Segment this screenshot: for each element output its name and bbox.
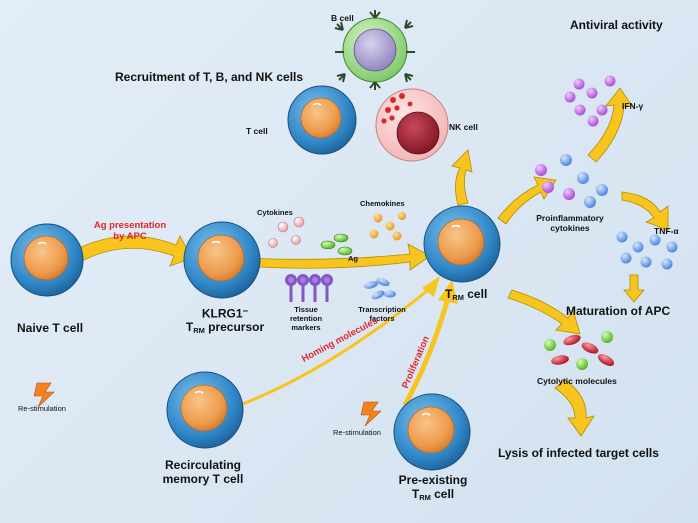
- recirculating-memory-t-cell: [166, 371, 244, 449]
- proinflammatory-label: Proinflammatory cytokines: [530, 213, 610, 233]
- b-cell-label: B cell: [331, 13, 354, 23]
- preexisting-sub: RM: [419, 492, 431, 502]
- nk-cell-label: NK cell: [449, 122, 478, 132]
- proinflammatory-line2: cytokines: [550, 223, 590, 233]
- preexisting-rest: cell: [430, 487, 455, 501]
- chemokine-molecules: [369, 212, 406, 241]
- transcription-line2: factors: [369, 314, 395, 323]
- antiviral-label: Antiviral activity: [570, 18, 663, 32]
- antibody-icons: [334, 10, 415, 90]
- cytolytic-molecules: [544, 331, 615, 370]
- precursor-label: KLRG1− TRM precursor: [180, 306, 270, 335]
- tissue-line3: markers: [291, 323, 321, 332]
- precursor-klrg1: KLRG1: [201, 306, 243, 321]
- maturation-label: Maturation of APC: [566, 304, 671, 318]
- tnf-alpha-label: TNF-α: [654, 226, 679, 236]
- trm-sub: RM: [452, 292, 464, 302]
- precursor-rest: precursor: [204, 320, 265, 335]
- recirculating-label: Recirculating memory T cell: [148, 458, 258, 486]
- tissue-line2: retention: [289, 314, 323, 323]
- recirculating-line2: memory T cell: [162, 472, 244, 486]
- precursor-sup: −: [242, 306, 249, 317]
- nk-cell: [375, 88, 449, 162]
- restimulation-label-1: Re-stimulation: [18, 404, 66, 413]
- naive-t-cell-label: Naive T cell: [17, 321, 84, 335]
- arrow-to-cytolytic: [507, 289, 581, 335]
- arrow-to-lysis: [554, 379, 595, 437]
- ifn-gamma-label: IFN-γ: [622, 101, 644, 111]
- ifn-gamma-molecules: [564, 75, 616, 127]
- tnf-alpha-molecules: [616, 231, 678, 270]
- cytokine-molecules: [268, 216, 305, 248]
- trm-rest: cell: [463, 287, 488, 301]
- precursor-sub: RM: [193, 326, 205, 336]
- nk-granules: [381, 93, 413, 124]
- restimulation-label-2: Re-stimulation: [333, 428, 381, 437]
- cytolytic-label: Cytolytic molecules: [537, 376, 617, 386]
- transcription-factors-label: Transcription factors: [352, 305, 412, 323]
- preexisting-line1: Pre-existing: [398, 473, 468, 487]
- cytokines-label: Cytokines: [257, 208, 293, 217]
- transcription-line1: Transcription: [358, 305, 406, 314]
- tissue-retention-marker-icons: [285, 274, 333, 302]
- lightning-icon-restim-2: [360, 401, 382, 427]
- arrow-to-maturation: [623, 274, 645, 303]
- preexisting-trm-cell: [393, 393, 471, 471]
- trm-cell: [423, 205, 501, 283]
- proinflammatory-cytokine-molecules: [535, 154, 608, 208]
- antigen-molecules: [320, 233, 353, 256]
- preexisting-t: T: [411, 487, 420, 501]
- ag-label: Ag: [348, 254, 358, 263]
- tissue-retention-label: Tissue retention markers: [281, 305, 331, 332]
- trm-t: T: [445, 287, 453, 301]
- ag-presentation-line1: Ag presentation: [93, 220, 167, 231]
- recruitment-label: Recruitment of T, B, and NK cells: [115, 70, 304, 84]
- lysis-label: Lysis of infected target cells: [498, 446, 659, 460]
- ag-presentation-line2: by APC: [113, 231, 147, 242]
- klrg1-precursor-cell: [183, 221, 261, 299]
- naive-t-cell: [10, 223, 84, 297]
- arrow-to-nk: [451, 149, 473, 206]
- arrow-proliferation: [402, 280, 458, 407]
- precursor-t: T: [185, 320, 194, 335]
- transcription-factor-icons: [364, 277, 396, 300]
- recirculating-line1: Recirculating: [164, 458, 242, 472]
- arrow-precursor-to-trm: [244, 243, 431, 271]
- preexisting-label: Pre-existing TRM cell: [388, 473, 478, 502]
- tissue-line1: Tissue: [294, 305, 318, 314]
- arrow-to-tnf: [621, 191, 669, 231]
- ag-presentation-label: Ag presentation by APC: [85, 220, 175, 242]
- chemokines-label: Chemokines: [360, 199, 405, 208]
- proinflammatory-line1: Proinflammatory: [536, 213, 604, 223]
- lightning-icon-restim-1: [33, 382, 55, 408]
- recruited-t-cell: [287, 85, 357, 155]
- arrow-to-antiviral: [587, 87, 633, 163]
- trm-cell-label: TRM cell: [445, 287, 487, 302]
- arrow-homing: [239, 276, 440, 407]
- t-cell-label: T cell: [246, 126, 268, 136]
- b-cell: [334, 10, 415, 90]
- arrow-ag-presentation: [74, 235, 193, 267]
